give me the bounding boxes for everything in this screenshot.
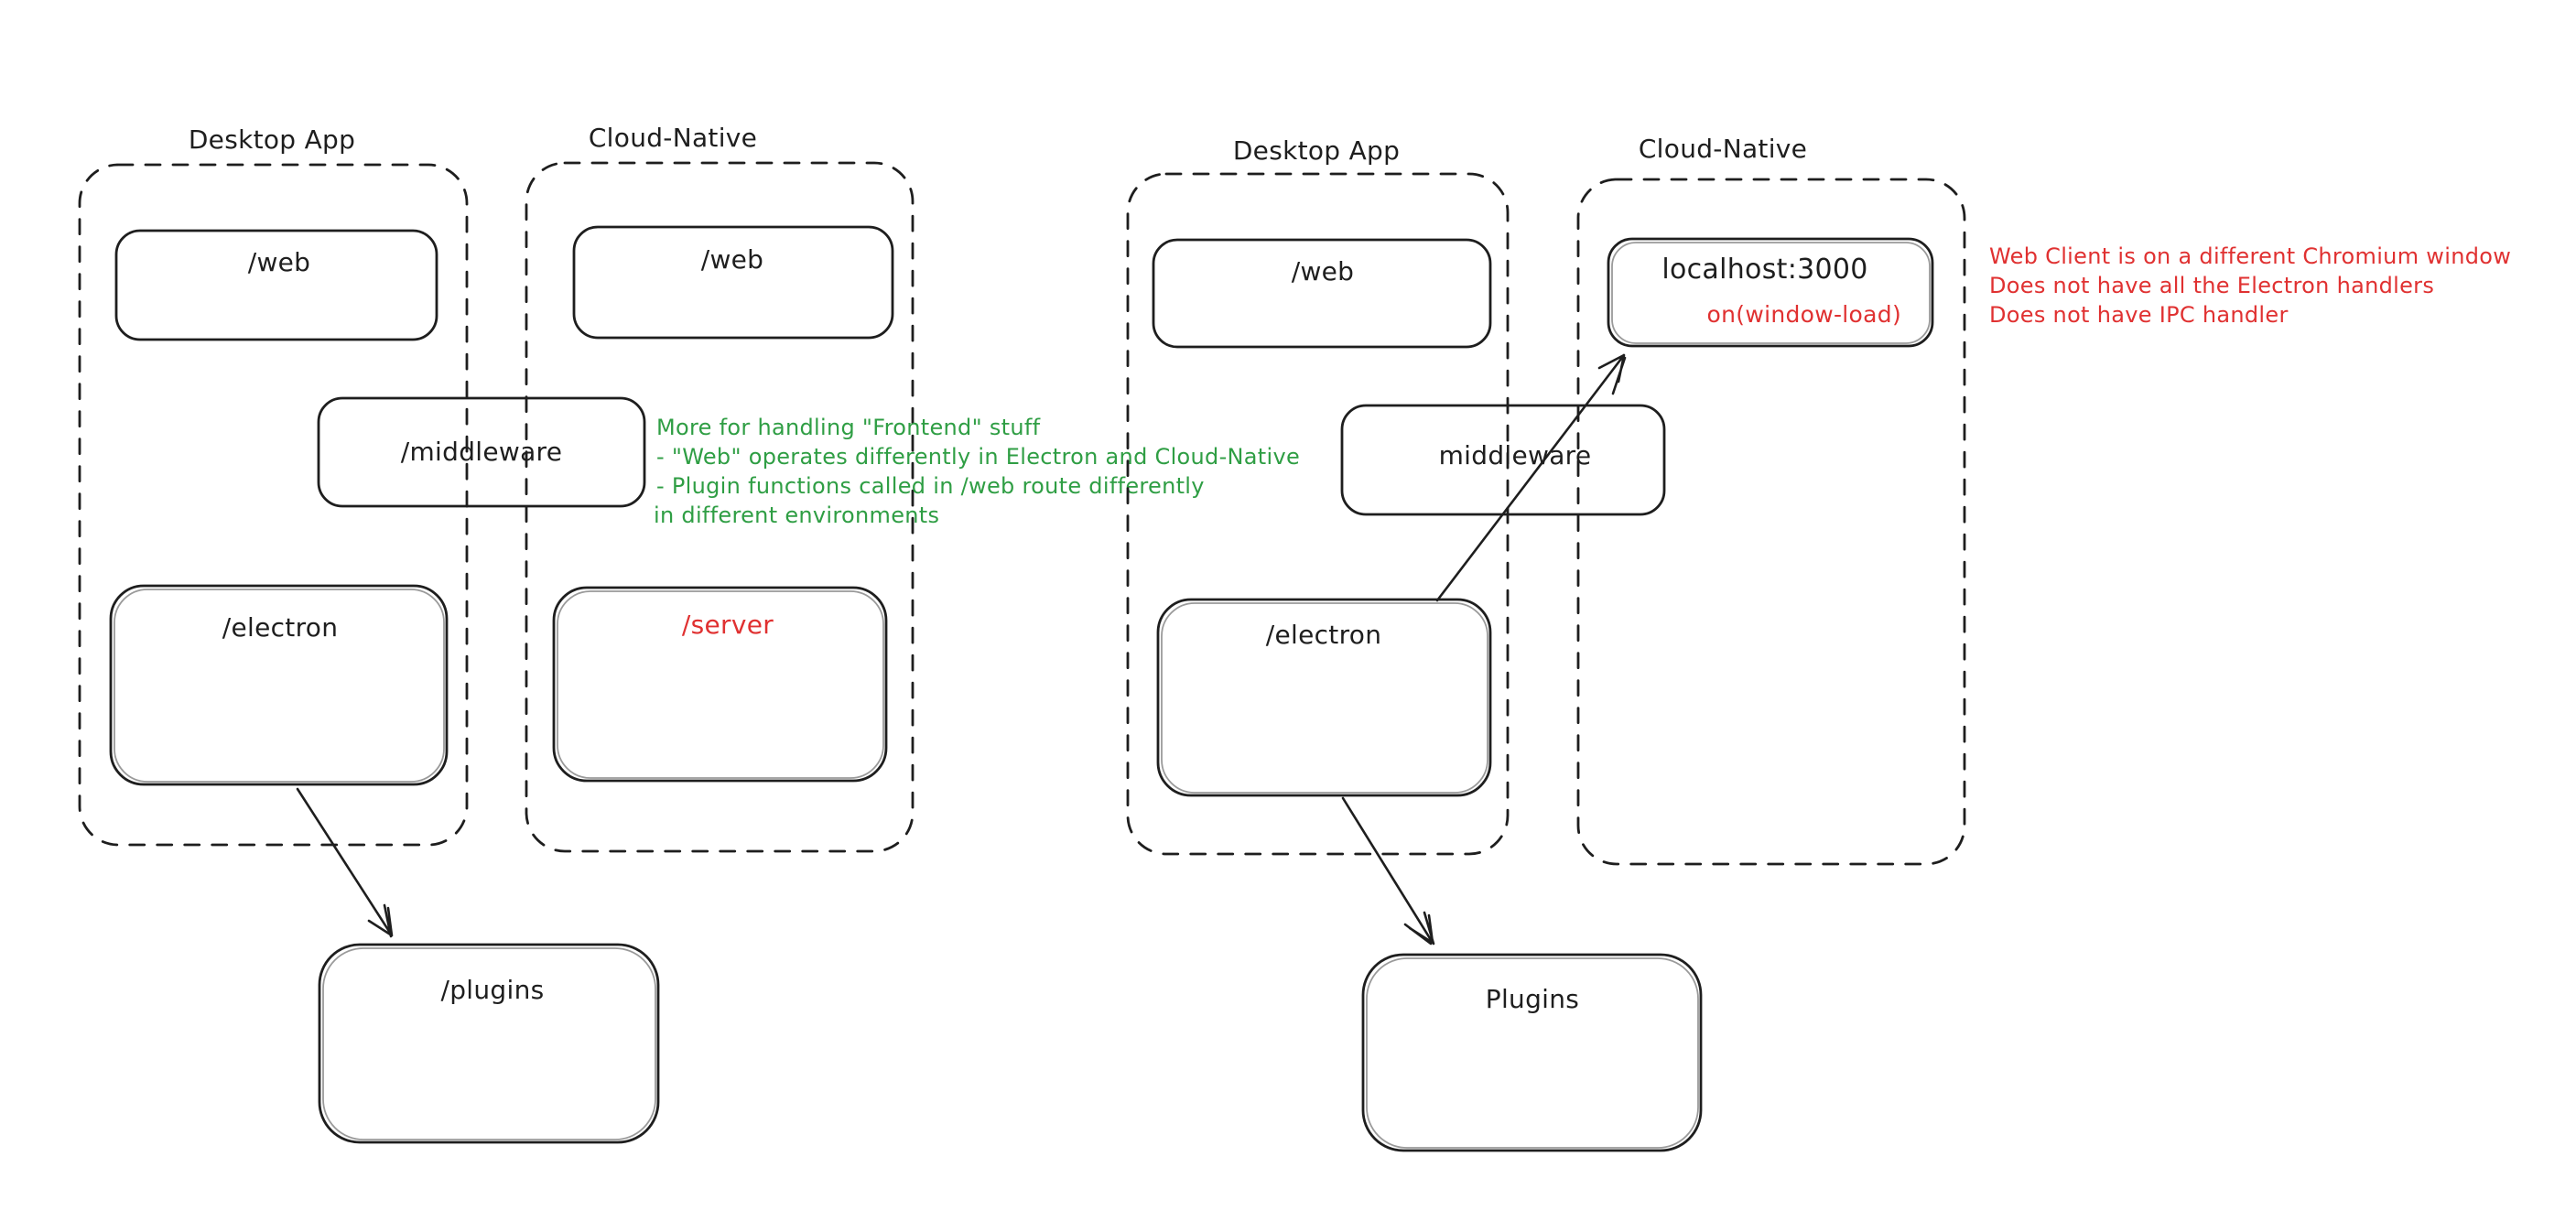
sketch-echo bbox=[322, 947, 656, 1140]
sketch-echo bbox=[114, 589, 445, 783]
right-electron-node bbox=[1156, 598, 1492, 797]
sketch-echo bbox=[1161, 602, 1488, 794]
right-localhost-label: localhost:3000 bbox=[1661, 254, 1867, 286]
left-middleware-node bbox=[317, 396, 646, 508]
right-electron-to-plugins-arrow bbox=[1341, 796, 1435, 946]
right-window-load-label: on(window-load) bbox=[1707, 301, 1901, 328]
left-web-cloud-node bbox=[572, 225, 894, 340]
right-cloud-native-title: Cloud-Native bbox=[1639, 134, 1807, 164]
left-web-cloud-label: /web bbox=[701, 244, 764, 275]
right-desktop-app-title: Desktop App bbox=[1233, 135, 1400, 166]
green-note: More for handling "Frontend" stuff - "We… bbox=[654, 415, 1300, 528]
red-note-line-2: Does not have all the Electron handlers bbox=[1989, 273, 2434, 298]
left-desktop-app-title: Desktop App bbox=[189, 124, 355, 155]
red-note-line-1: Web Client is on a different Chromium wi… bbox=[1989, 243, 2511, 269]
sketch-echo bbox=[557, 590, 884, 779]
right-plugins-label: Plugins bbox=[1486, 984, 1579, 1014]
sketch-echo bbox=[1611, 242, 1931, 344]
right-middleware-label: middleware bbox=[1439, 440, 1592, 470]
right-electron-to-localhost-arrow bbox=[1435, 353, 1627, 602]
left-middleware-label: /middleware bbox=[401, 437, 563, 467]
left-server-node bbox=[552, 586, 888, 783]
green-note-line-1: More for handling "Frontend" stuff bbox=[656, 415, 1041, 440]
left-web-desktop-label: /web bbox=[248, 247, 311, 277]
left-cloud-native-title: Cloud-Native bbox=[589, 123, 757, 153]
right-web-node bbox=[1152, 238, 1492, 349]
right-localhost-node bbox=[1607, 237, 1934, 348]
left-electron-label: /electron bbox=[222, 612, 339, 643]
right-plugins-node bbox=[1361, 953, 1703, 1152]
left-server-label: /server bbox=[682, 610, 774, 640]
left-desktop-app-container bbox=[78, 163, 469, 847]
left-web-desktop-node bbox=[114, 229, 438, 341]
red-note-line-3: Does not have IPC handler bbox=[1989, 302, 2289, 328]
green-note-line-3: - Plugin functions called in /web route … bbox=[656, 473, 1205, 499]
right-diagram-group: Desktop App Cloud-Native /web localhost:… bbox=[1126, 134, 1966, 1152]
green-note-line-2: - "Web" operates differently in Electron… bbox=[656, 444, 1300, 470]
left-electron-node bbox=[109, 584, 449, 786]
right-electron-label: /electron bbox=[1266, 620, 1382, 650]
left-plugins-node bbox=[318, 943, 660, 1144]
green-note-line-4: in different environments bbox=[654, 503, 939, 528]
right-web-label: /web bbox=[1292, 256, 1355, 286]
left-electron-to-plugins-arrow bbox=[296, 787, 394, 938]
sketch-echo bbox=[1366, 957, 1699, 1149]
red-note: Web Client is on a different Chromium wi… bbox=[1989, 243, 2511, 328]
right-cloud-native-container bbox=[1576, 178, 1966, 866]
left-plugins-label: /plugins bbox=[440, 975, 544, 1005]
left-diagram-group: Desktop App Cloud-Native /web /web /midd… bbox=[78, 123, 915, 1144]
